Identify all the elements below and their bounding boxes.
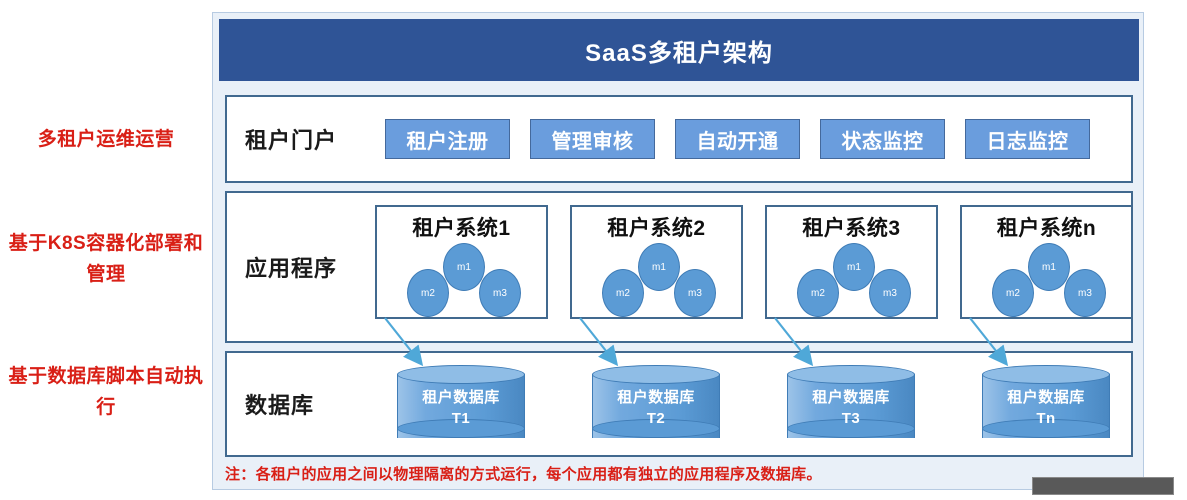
cylinder-label: 租户数据库 T2 xyxy=(592,387,720,429)
gray-bar-artifact xyxy=(1032,477,1174,495)
cylinder-tag: Tn xyxy=(1036,410,1056,427)
node-m1: m1 xyxy=(833,243,875,291)
cylinder-name: 租户数据库 xyxy=(1007,389,1085,406)
node-m1: m1 xyxy=(638,243,680,291)
tenant-system-group: 租户系统1 m1 m2 m3 租户系统2 m1 m2 m3 租户系统3 m1 xyxy=(375,205,1133,319)
cylinder-label: 租户数据库 T1 xyxy=(397,387,525,429)
tenant-system-title: 租户系统n xyxy=(996,217,1097,240)
node-m1: m1 xyxy=(443,243,485,291)
diagram-footnote: 注：各租户的应用之间以物理隔离的方式运行，每个应用都有独立的应用程序及数据库。 xyxy=(225,466,822,483)
node-m3: m3 xyxy=(674,269,716,317)
microservice-nodes: m1 m2 m3 xyxy=(572,243,741,319)
panel-application: 应用程序 租户系统1 m1 m2 m3 租户系统2 m1 m2 m3 租户 xyxy=(225,191,1133,343)
panel-tenant-portal: 租户门户 租户注册 管理审核 自动开通 状态监控 日志监控 xyxy=(225,95,1133,183)
tenant-system-title: 租户系统2 xyxy=(607,217,706,240)
node-m2: m2 xyxy=(797,269,839,317)
node-m2: m2 xyxy=(992,269,1034,317)
architecture-diagram: SaaS多租户架构 租户门户 租户注册 管理审核 自动开通 状态监控 日志监控 … xyxy=(212,12,1144,490)
cylinder-label: 租户数据库 Tn xyxy=(982,387,1110,429)
database-cylinder-tn[interactable]: 租户数据库 Tn xyxy=(960,365,1133,447)
cylinder-top xyxy=(982,365,1110,384)
cylinder-shape: 租户数据库 T2 xyxy=(592,365,720,447)
cylinder-bottom xyxy=(397,419,525,438)
tenant-system-3[interactable]: 租户系统3 m1 m2 m3 xyxy=(765,205,938,319)
cylinder-top xyxy=(592,365,720,384)
node-m2: m2 xyxy=(407,269,449,317)
microservice-nodes: m1 m2 m3 xyxy=(767,243,936,319)
microservice-nodes: m1 m2 m3 xyxy=(377,243,546,319)
microservice-nodes: m1 m2 m3 xyxy=(962,243,1131,319)
cylinder-top xyxy=(787,365,915,384)
node-m2: m2 xyxy=(602,269,644,317)
database-cylinder-t3[interactable]: 租户数据库 T3 xyxy=(765,365,938,447)
panel-database: 数据库 租户数据库 T1 xyxy=(225,351,1133,457)
cylinder-shape: 租户数据库 T3 xyxy=(787,365,915,447)
cylinder-tag: T1 xyxy=(451,410,471,427)
portal-button-auto-provision[interactable]: 自动开通 xyxy=(675,119,800,159)
cylinder-bottom xyxy=(592,419,720,438)
cylinder-top xyxy=(397,365,525,384)
annotation-column: 多租户运维运营 基于K8S容器化部署和管理 基于数据库脚本自动执行 xyxy=(0,0,212,500)
database-group: 租户数据库 T1 租户数据库 T2 xyxy=(375,365,1133,447)
node-m3: m3 xyxy=(869,269,911,317)
tenant-system-1[interactable]: 租户系统1 m1 m2 m3 xyxy=(375,205,548,319)
annotation-db-script: 基于数据库脚本自动执行 xyxy=(8,366,204,418)
cylinder-shape: 租户数据库 T1 xyxy=(397,365,525,447)
cylinder-bottom xyxy=(982,419,1110,438)
portal-button-status-monitor[interactable]: 状态监控 xyxy=(820,119,945,159)
tenant-system-2[interactable]: 租户系统2 m1 m2 m3 xyxy=(570,205,743,319)
cylinder-name: 租户数据库 xyxy=(812,389,890,406)
node-m1: m1 xyxy=(1028,243,1070,291)
tenant-system-title: 租户系统1 xyxy=(412,217,511,240)
cylinder-name: 租户数据库 xyxy=(617,389,695,406)
cylinder-bottom xyxy=(787,419,915,438)
cylinder-tag: T2 xyxy=(646,410,666,427)
cylinder-name: 租户数据库 xyxy=(422,389,500,406)
node-m3: m3 xyxy=(1064,269,1106,317)
tenant-system-title: 租户系统3 xyxy=(802,217,901,240)
database-cylinder-t2[interactable]: 租户数据库 T2 xyxy=(570,365,743,447)
portal-button-log-monitor[interactable]: 日志监控 xyxy=(965,119,1090,159)
portal-button-review[interactable]: 管理审核 xyxy=(530,119,655,159)
cylinder-shape: 租户数据库 Tn xyxy=(982,365,1110,447)
row-label-database: 数据库 xyxy=(245,393,315,418)
annotation-k8s: 基于K8S容器化部署和管理 xyxy=(8,233,204,285)
cylinder-label: 租户数据库 T3 xyxy=(787,387,915,429)
node-m3: m3 xyxy=(479,269,521,317)
cylinder-tag: T3 xyxy=(841,410,861,427)
portal-button-register[interactable]: 租户注册 xyxy=(385,119,510,159)
database-cylinder-t1[interactable]: 租户数据库 T1 xyxy=(375,365,548,447)
annotation-ops: 多租户运维运营 xyxy=(37,129,175,150)
diagram-title: SaaS多租户架构 xyxy=(219,19,1139,81)
portal-button-group: 租户注册 管理审核 自动开通 状态监控 日志监控 xyxy=(385,119,1090,159)
tenant-system-n[interactable]: 租户系统n m1 m2 m3 xyxy=(960,205,1133,319)
row-label-application: 应用程序 xyxy=(245,256,338,281)
row-label-portal: 租户门户 xyxy=(245,128,338,153)
